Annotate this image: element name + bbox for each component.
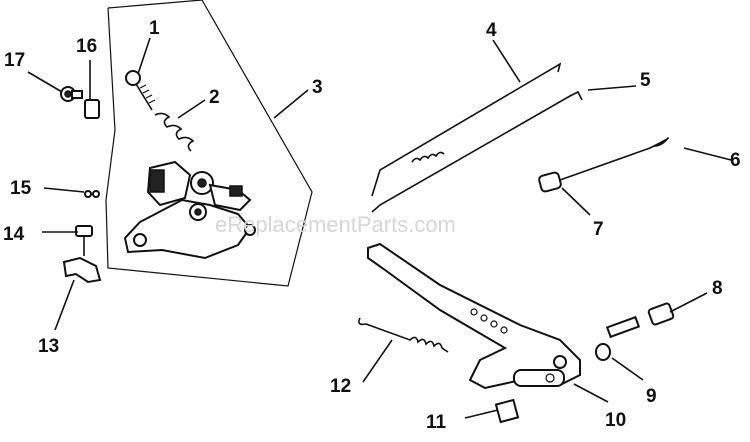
governor-rod-part-4 xyxy=(371,62,562,197)
governor-lever-part-10 xyxy=(367,242,581,390)
callout-6: 6 xyxy=(730,150,741,171)
callout-4: 4 xyxy=(486,20,497,41)
watermark-text: eReplacementParts.com xyxy=(215,212,456,237)
callout-1: 1 xyxy=(149,18,160,39)
nut-part-16 xyxy=(84,99,100,119)
callout-16: 16 xyxy=(76,36,97,57)
governor-spring-part-12 xyxy=(358,317,449,353)
governor-bracket-part xyxy=(123,160,256,260)
callout-2: 2 xyxy=(209,87,220,108)
washer-part-9 xyxy=(595,343,611,361)
callout-5: 5 xyxy=(640,70,651,91)
bolt-part-8 xyxy=(605,302,675,339)
bolt-part-17 xyxy=(60,86,83,102)
callout-13: 13 xyxy=(38,336,59,357)
callout-3: 3 xyxy=(312,77,323,98)
callout-12: 12 xyxy=(330,376,351,397)
nut-part-11 xyxy=(494,398,520,424)
washer-part-15 xyxy=(84,190,100,198)
choke-link-part-6 xyxy=(559,137,669,181)
callout-7: 7 xyxy=(593,219,604,240)
clamp-part-13 xyxy=(62,256,102,284)
callout-14: 14 xyxy=(3,224,25,245)
spring-part-2 xyxy=(154,112,195,152)
ferrule-part-7 xyxy=(538,171,562,193)
leader-lines xyxy=(27,37,732,419)
callout-10: 10 xyxy=(605,410,626,431)
assembly-panel-outline xyxy=(105,0,313,287)
callout-9: 9 xyxy=(646,386,657,407)
callout-labels: 1 2 3 4 5 6 7 8 9 10 11 12 13 14 15 16 1… xyxy=(3,18,741,433)
callout-17: 17 xyxy=(4,50,25,71)
callout-11: 11 xyxy=(426,412,447,433)
screw-part-1 xyxy=(125,70,156,111)
callout-8: 8 xyxy=(712,278,723,299)
callout-15: 15 xyxy=(10,178,32,199)
throttle-link-part-5 xyxy=(371,90,583,213)
screw-part-14 xyxy=(75,225,93,256)
